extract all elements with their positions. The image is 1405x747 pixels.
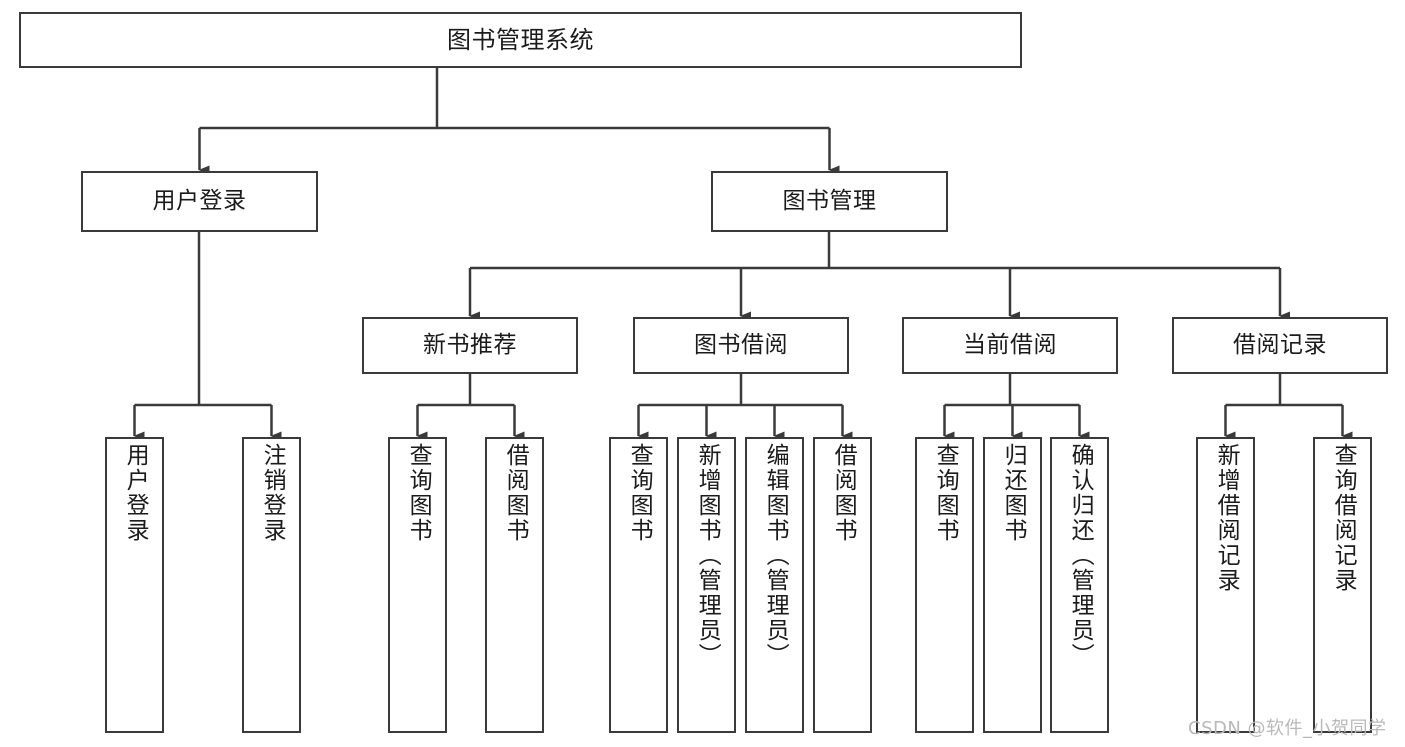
node-book-management[interactable]: 图书管理: [711, 171, 948, 232]
node-leaf-add-borrow-record[interactable]: 新增借阅记录: [1196, 437, 1255, 733]
node-label: 借阅图书: [830, 443, 857, 543]
node-label: 当前借阅: [963, 331, 1057, 358]
node-leaf-logout[interactable]: 注销登录: [242, 437, 301, 733]
node-label: 归还图书: [1000, 443, 1027, 543]
node-leaf-query-borrow-record[interactable]: 查询借阅记录: [1313, 437, 1372, 733]
node-label: 借阅记录: [1233, 331, 1327, 358]
node-label: 图书管理系统: [447, 25, 594, 54]
node-label: 新书推荐: [423, 331, 517, 358]
node-label: 确认归还（管理员）: [1067, 443, 1094, 668]
node-leaf-add-book-admin[interactable]: 新增图书（管理员）: [677, 437, 736, 733]
node-current-borrow[interactable]: 当前借阅: [902, 317, 1118, 374]
node-leaf-borrow-book-recommend[interactable]: 借阅图书: [485, 437, 544, 733]
node-label: 注销登录: [259, 443, 286, 543]
node-leaf-user-login[interactable]: 用户登录: [105, 437, 164, 733]
node-user-login[interactable]: 用户登录: [81, 171, 318, 232]
node-new-book-recommend[interactable]: 新书推荐: [362, 317, 578, 374]
node-book-borrow[interactable]: 图书借阅: [633, 317, 849, 374]
node-label: 借阅图书: [502, 443, 529, 543]
node-leaf-confirm-return-admin[interactable]: 确认归还（管理员）: [1050, 437, 1109, 733]
node-label: 查询借阅记录: [1330, 443, 1357, 593]
node-label: 新增借阅记录: [1213, 443, 1240, 593]
node-label: 图书借阅: [694, 331, 788, 358]
watermark: CSDN @软件_小贺同学: [1188, 718, 1387, 739]
node-leaf-return-book[interactable]: 归还图书: [983, 437, 1042, 733]
node-root[interactable]: 图书管理系统: [19, 12, 1022, 68]
node-label: 用户登录: [122, 443, 149, 543]
node-leaf-edit-book-admin[interactable]: 编辑图书（管理员）: [745, 437, 804, 733]
node-leaf-query-book-current[interactable]: 查询图书: [915, 437, 974, 733]
connector-paths: [133, 68, 1353, 441]
node-label: 查询图书: [932, 443, 959, 543]
node-label: 新增图书（管理员）: [694, 443, 721, 668]
node-label: 编辑图书（管理员）: [762, 443, 789, 668]
node-leaf-query-book-recommend[interactable]: 查询图书: [388, 437, 447, 733]
node-borrow-record[interactable]: 借阅记录: [1172, 317, 1388, 374]
node-label: 查询图书: [405, 443, 432, 543]
node-label: 查询图书: [626, 443, 653, 543]
node-label: 用户登录: [152, 187, 247, 214]
node-label: 图书管理: [782, 187, 877, 214]
node-leaf-query-book-borrow[interactable]: 查询图书: [609, 437, 668, 733]
node-leaf-borrow-book[interactable]: 借阅图书: [813, 437, 872, 733]
